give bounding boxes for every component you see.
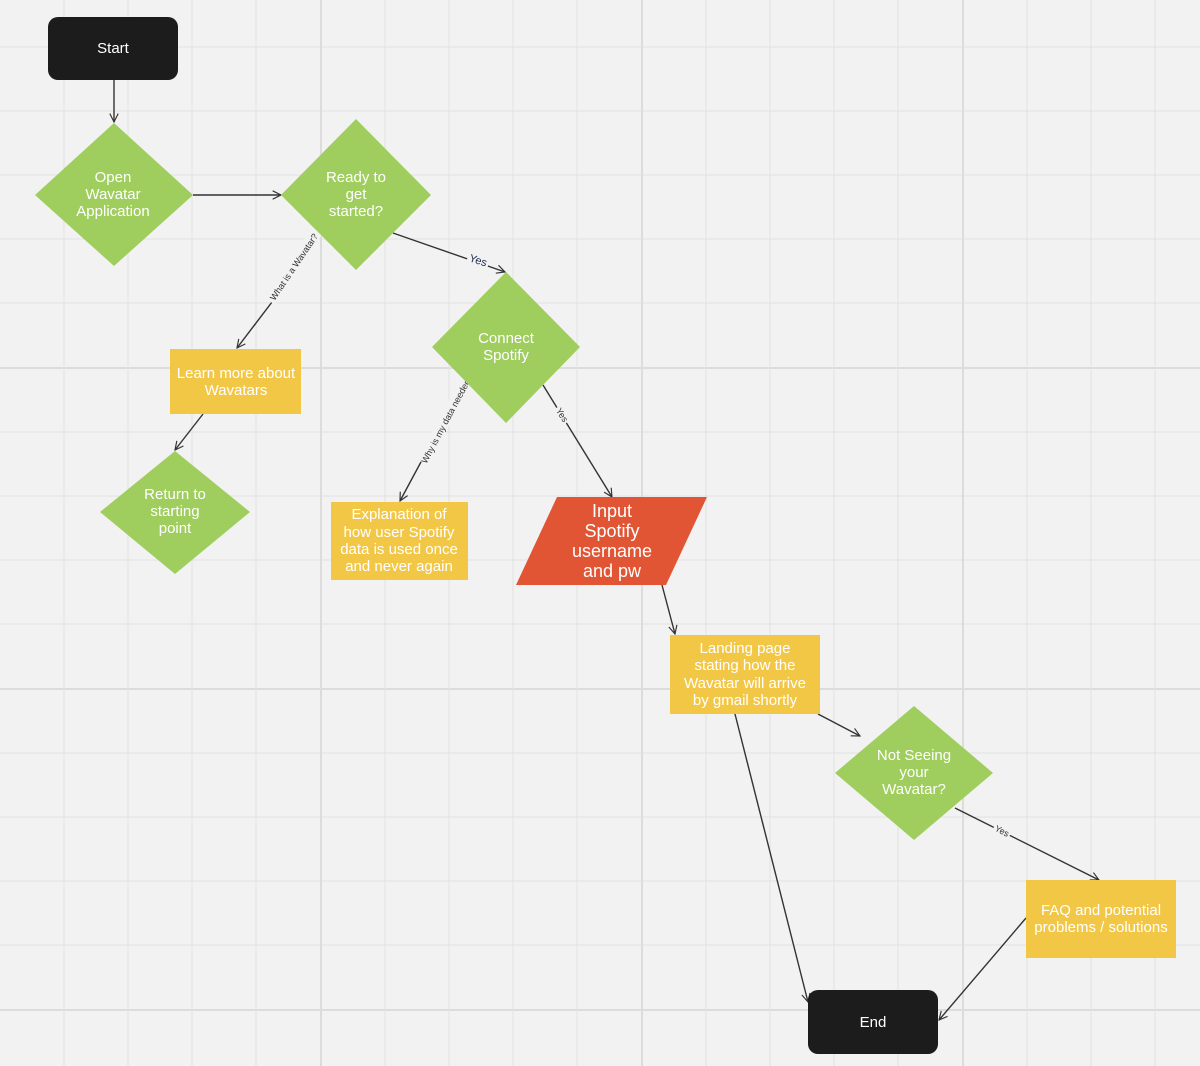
landing-process-shape bbox=[670, 635, 820, 714]
node-explanation[interactable]: Explanation of how user Spotify data is … bbox=[331, 502, 468, 580]
ready-line-2: get bbox=[346, 186, 368, 203]
edge-label-why-data: Why is my data needed? bbox=[419, 373, 474, 465]
ready-line-1: Ready to bbox=[326, 169, 386, 186]
learn-more-line-2: Wavatars bbox=[205, 382, 268, 399]
node-learn-more[interactable]: Learn more about Wavatars bbox=[170, 349, 301, 414]
open-app-line-2: Wavatar bbox=[85, 186, 140, 203]
open-app-line-3: Application bbox=[76, 203, 149, 220]
faq-line-1: FAQ and potential bbox=[1041, 902, 1161, 919]
end-label: End bbox=[860, 1014, 887, 1031]
ready-decision-shape bbox=[281, 119, 431, 270]
faq-process-shape bbox=[1026, 880, 1176, 958]
explanation-line-3: data is used once bbox=[340, 541, 458, 558]
input-spotify-line-1: Input bbox=[592, 501, 632, 521]
edge-notseeing-to-faq bbox=[954, 807, 1099, 881]
node-start[interactable]: Start bbox=[48, 17, 178, 80]
start-terminal-shape bbox=[48, 17, 178, 80]
edge-label-ready-yes: Yes bbox=[468, 253, 489, 270]
landing-line-2: stating how the bbox=[695, 657, 796, 674]
faq-line-2: problems / solutions bbox=[1034, 919, 1167, 936]
node-return-start[interactable]: Return to starting point bbox=[100, 451, 250, 574]
edge-landing-to-notseeing bbox=[817, 713, 860, 737]
input-spotify-data-shape bbox=[516, 497, 707, 585]
return-start-decision-shape bbox=[100, 451, 250, 574]
explanation-process-shape bbox=[331, 502, 468, 580]
connect-spotify-line-1: Connect bbox=[478, 330, 535, 347]
node-connect-spotify[interactable]: Connect Spotify bbox=[432, 272, 580, 423]
end-terminal-shape bbox=[808, 990, 938, 1054]
edge-learn-to-return bbox=[175, 413, 204, 450]
landing-line-3: Wavatar will arrive bbox=[684, 675, 806, 692]
connect-spotify-decision-shape bbox=[432, 272, 580, 423]
edge-input-to-landing bbox=[661, 584, 675, 634]
input-spotify-line-4: and pw bbox=[583, 561, 642, 581]
input-spotify-line-3: username bbox=[572, 541, 652, 561]
edge-label-what-is: What is a Wavatar? bbox=[268, 232, 320, 302]
learn-more-process-shape bbox=[170, 349, 301, 414]
node-ready[interactable]: Ready to get started? bbox=[281, 119, 431, 270]
node-faq[interactable]: FAQ and potential problems / solutions bbox=[1026, 880, 1176, 958]
node-open-app[interactable]: Open Wavatar Application bbox=[35, 123, 193, 266]
open-app-decision-shape bbox=[35, 123, 193, 266]
not-seeing-decision-shape bbox=[835, 706, 993, 840]
open-app-line-1: Open bbox=[95, 169, 132, 186]
edge-connect-to-input bbox=[542, 384, 612, 497]
not-seeing-line-3: Wavatar? bbox=[882, 781, 946, 798]
not-seeing-line-1: Not Seeing bbox=[877, 747, 951, 764]
node-landing[interactable]: Landing page stating how the Wavatar wil… bbox=[670, 635, 820, 714]
input-spotify-line-2: Spotify bbox=[584, 521, 639, 541]
edge-landing-to-end bbox=[734, 713, 808, 1002]
landing-line-4: by gmail shortly bbox=[693, 692, 798, 709]
return-start-line-3: point bbox=[159, 520, 192, 537]
learn-more-line-1: Learn more about bbox=[177, 365, 296, 382]
explanation-line-1: Explanation of bbox=[351, 506, 447, 523]
return-start-line-2: starting bbox=[150, 503, 199, 520]
return-start-line-1: Return to bbox=[144, 486, 206, 503]
landing-line-1: Landing page bbox=[700, 640, 791, 657]
explanation-line-2: how user Spotify bbox=[344, 524, 455, 541]
start-label: Start bbox=[97, 40, 130, 57]
edge-faq-to-end bbox=[939, 917, 1027, 1020]
node-input-spotify[interactable]: Input Spotify username and pw bbox=[516, 497, 707, 585]
ready-line-3: started? bbox=[329, 203, 383, 220]
node-not-seeing[interactable]: Not Seeing your Wavatar? bbox=[835, 706, 993, 840]
connect-spotify-line-2: Spotify bbox=[483, 347, 529, 364]
explanation-line-4: and never again bbox=[345, 558, 453, 575]
node-end[interactable]: End bbox=[808, 990, 938, 1054]
not-seeing-line-2: your bbox=[899, 764, 928, 781]
